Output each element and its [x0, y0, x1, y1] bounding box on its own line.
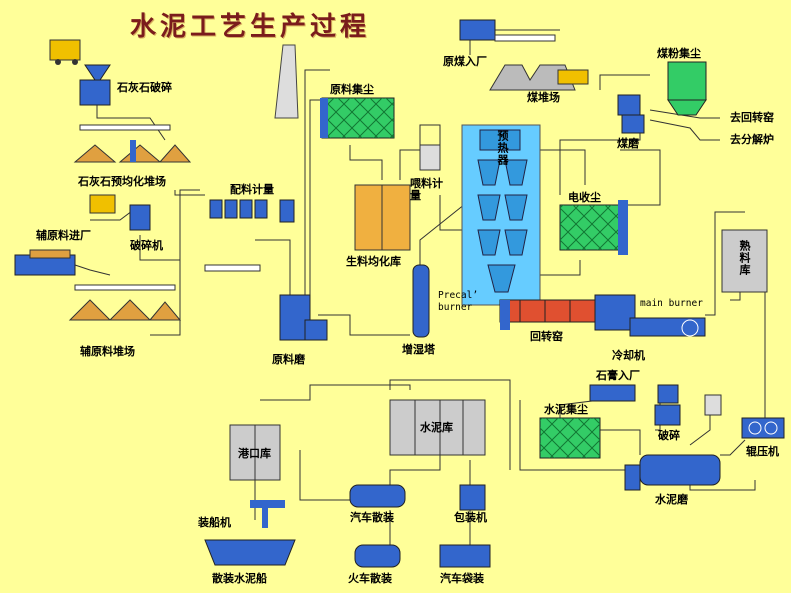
raw-mill-body: [279, 294, 328, 341]
gypsum-crusher: [654, 384, 681, 426]
cement-mill-body: [624, 454, 721, 491]
label-truck-bulk: 汽车散装: [350, 511, 394, 524]
label-cooler: 冷却机: [612, 349, 645, 362]
label-coal-dust: 煤粉集尘: [657, 47, 701, 60]
label-clinker-silo: 熟料库: [738, 240, 751, 276]
cement-ship: [204, 539, 296, 566]
limestone-crusher: [79, 64, 111, 106]
raw-homog-silo: [354, 184, 411, 251]
clinker-silo: [721, 229, 768, 293]
label-coal-mill: 煤磨: [617, 137, 639, 150]
label-esp: 电收尘: [568, 191, 601, 204]
label-to-kiln: 去回转窑: [730, 111, 774, 124]
label-cement-mill: 水泥磨: [655, 493, 688, 506]
label-train-bulk: 火车散装: [348, 572, 392, 585]
coal-intake: [459, 19, 496, 41]
label-limestone-crush: 石灰石破碎: [117, 81, 172, 94]
batching-bins: [204, 199, 295, 272]
bulk-truck: [349, 484, 406, 508]
cooler: [594, 294, 706, 337]
aux-crusher: [129, 204, 151, 231]
coal-mill: [617, 94, 645, 134]
label-batching: 配料计量: [230, 183, 274, 196]
label-kiln: 回转窑: [530, 330, 563, 343]
packer-machine: [459, 484, 486, 511]
coal-pile: [489, 64, 589, 91]
label-raw-homog: 生料均化库: [346, 255, 401, 268]
label-packer: 包装机: [454, 511, 487, 524]
label-crush2: 破碎: [658, 429, 680, 442]
label-port-silo: 港口库: [238, 447, 271, 460]
label-truck-bag: 汽车袋装: [440, 572, 484, 585]
label-cement-silo: 水泥库: [420, 421, 453, 434]
cement-silo: [389, 399, 486, 456]
label-coal-pile: 煤堆场: [527, 91, 560, 104]
roller-press-body: [741, 417, 785, 439]
label-ship-bulk: 散装水泥船: [212, 572, 267, 585]
humidifier-tower: [412, 264, 430, 338]
esp-collector: [559, 200, 628, 255]
rail-tanker: [354, 544, 401, 568]
label-humid-tower: 增湿塔: [402, 343, 435, 356]
limestone-truck: [49, 39, 81, 65]
label-crusher: 破碎机: [130, 239, 163, 252]
label-cement-dust: 水泥集尘: [544, 403, 588, 416]
gypsum-bin: [704, 394, 722, 416]
bag-truck: [439, 544, 491, 568]
gypsum-truck: [589, 384, 636, 402]
page-title: 水泥工艺生产过程: [130, 12, 371, 42]
cement-dust-collector: [539, 417, 601, 459]
preheater: [461, 124, 541, 306]
aux-truck-2: [14, 249, 76, 276]
coal-dust-collector: [667, 61, 707, 116]
chimney: [274, 44, 299, 119]
label-coal-in: 原煤入厂: [443, 55, 487, 68]
label-feed-meter: 喂料计量: [410, 177, 443, 202]
coal-conveyor: [494, 34, 556, 42]
ship-loader-body: [250, 500, 285, 528]
label-main-burner: main burner: [640, 298, 703, 309]
feed-meter: [419, 144, 441, 171]
label-to-calciner: 去分解炉: [730, 133, 774, 146]
label-roller-press: 辊压机: [746, 445, 779, 458]
port-silo: [229, 424, 281, 481]
raw-dust-collector: [320, 97, 395, 139]
label-gypsum-in: 石膏入厂: [596, 369, 640, 382]
label-limestone-pile: 石灰石预均化堆场: [78, 175, 166, 188]
label-preheater: 预热器: [496, 130, 509, 166]
label-raw-dust: 原料集尘: [330, 83, 374, 96]
label-raw-mill: 原料磨: [272, 353, 305, 366]
label-aux-pile: 辅原料堆场: [80, 345, 135, 358]
aux-truck: [89, 194, 116, 214]
label-aux-in: 辅原料进厂: [36, 229, 91, 242]
label-precal-burner: Precal’ burner: [438, 290, 479, 313]
aux-pile: [68, 284, 182, 321]
label-ship-loader: 装船机: [198, 516, 231, 529]
rotary-kiln: [499, 299, 596, 330]
limestone-pile: [73, 124, 192, 163]
